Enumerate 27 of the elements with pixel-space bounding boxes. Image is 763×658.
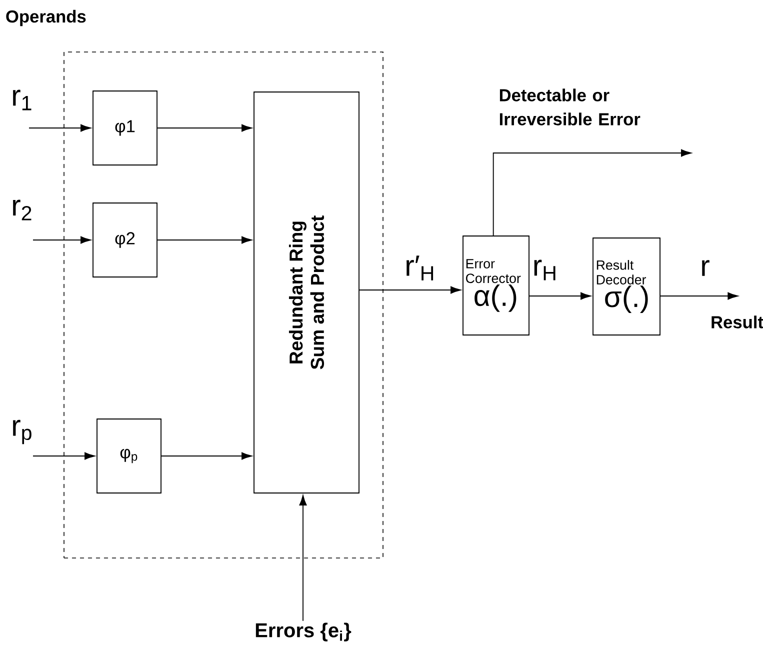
arrow: [660, 292, 738, 300]
arrow: [32, 452, 95, 460]
process-box: Error Corrector α(.): [462, 236, 530, 336]
arrow: [157, 236, 252, 244]
process-box: φ$_{p}$: [96, 418, 162, 494]
process-box: Result Decoder σ(.): [592, 238, 660, 336]
arrow: [359, 286, 461, 294]
edge-label: r: [702, 260, 710, 276]
edge-label: r$_{p}$: [13, 420, 32, 444]
edge-label: r$_{H}$: [534, 260, 556, 280]
edge-label: r′$_{H}$: [406, 256, 434, 280]
process-box: φ2: [92, 202, 158, 278]
errors-label: Errors {e$_{i}$}: [256, 622, 352, 642]
output-label: Result: [712, 316, 763, 328]
arrow: [161, 452, 252, 460]
arrow: [492, 149, 692, 236]
process-box: Redundant Ring Sum and Product: [254, 92, 360, 494]
arrow: [28, 124, 91, 132]
edge-label: r$_{2}$: [13, 200, 32, 220]
edge-label: Detectable or Irreversible Error: [500, 88, 640, 126]
edge-label: r$_{1}$: [13, 90, 32, 110]
arrow: [32, 236, 91, 244]
arrow: [299, 495, 307, 622]
node-label: Operands: [6, 10, 86, 26]
process-box: φ1: [92, 90, 158, 166]
arrow: [157, 124, 252, 132]
arrow: [529, 292, 591, 300]
